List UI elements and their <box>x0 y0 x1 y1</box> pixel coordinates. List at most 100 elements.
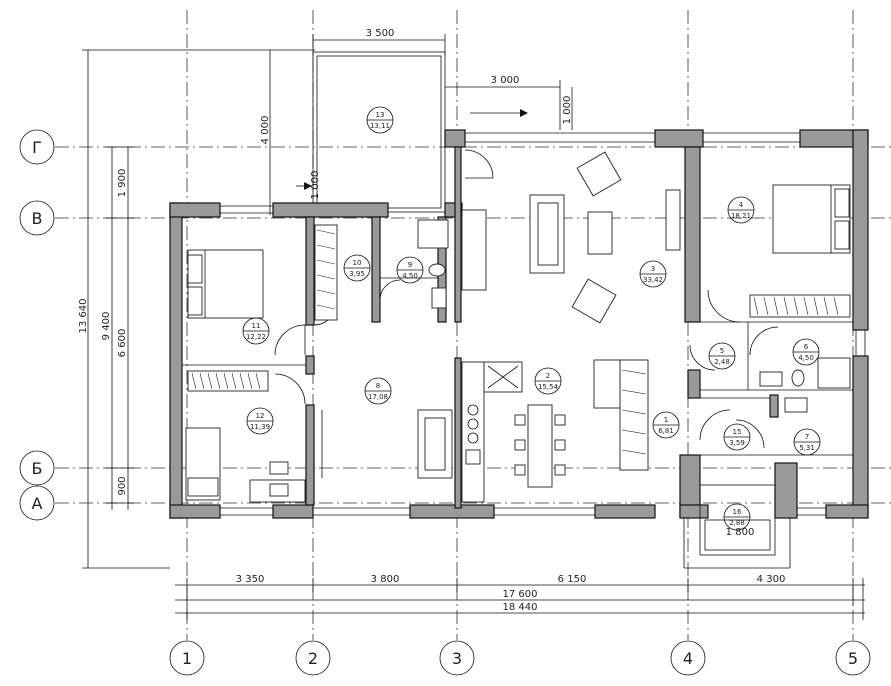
svg-text:4,50: 4,50 <box>402 272 418 280</box>
dim-4000: 4 000 <box>260 116 271 145</box>
room-label-7: 7 5,31 <box>793 428 821 456</box>
room-label-4: 4 18,21 <box>727 196 755 224</box>
room-label-8: 8 17,08 <box>364 377 392 405</box>
desk-icon <box>249 461 306 503</box>
svg-text:6: 6 <box>804 343 809 351</box>
dim-900: 900 <box>117 476 128 495</box>
porch-outline <box>683 484 791 569</box>
room-label-16: 16 2,88 <box>723 503 751 531</box>
axis-bubble-B: Б <box>19 450 55 486</box>
svg-text:11: 11 <box>252 322 261 330</box>
axis-bubble-V: В <box>19 200 55 236</box>
sink-icon <box>431 287 808 413</box>
svg-text:12: 12 <box>256 412 265 420</box>
axis-bubble-1: 1 <box>169 640 205 676</box>
dim-6150: 6 150 <box>558 574 587 585</box>
bed-icon-3 <box>185 427 221 501</box>
room-label-13: 13 13,11 <box>366 106 394 134</box>
room-label-10: 10 3,95 <box>343 254 371 282</box>
svg-text:12,22: 12,22 <box>246 333 266 341</box>
room-label-15: 15 3,59 <box>723 423 751 451</box>
room-label-1: 1 6,81 <box>652 411 680 439</box>
room-label-11: 11 12,22 <box>242 317 270 345</box>
axis-bubble-2: 2 <box>295 640 331 676</box>
kitchen-counter-icon <box>461 361 523 503</box>
axis-bubble-4: 4 <box>670 640 706 676</box>
door-swings <box>274 149 779 449</box>
svg-text:13,11: 13,11 <box>370 122 390 130</box>
room-label-5: 5 2,48 <box>708 342 736 370</box>
svg-text:13: 13 <box>376 111 385 119</box>
svg-text:8: 8 <box>376 382 380 390</box>
dim-1000-a: 1 000 <box>562 96 573 125</box>
dim-1900: 1 900 <box>117 169 128 198</box>
axis-label-A: А <box>32 494 43 513</box>
svg-text:4: 4 <box>739 201 744 209</box>
sofa-icon-2 <box>321 409 453 479</box>
dim-3000: 3 000 <box>491 75 520 86</box>
axis-bubble-A: А <box>19 485 55 521</box>
axis-bubble-5: 5 <box>835 640 871 676</box>
svg-text:18,21: 18,21 <box>731 212 751 220</box>
room-label-2: 2 15,54 <box>534 367 562 395</box>
walls <box>169 129 869 519</box>
toilet-icon <box>428 263 805 387</box>
room-label-3: 3 33,42 <box>639 260 667 288</box>
dim-1800: 1 800 <box>726 527 755 538</box>
axis-label-5: 5 <box>848 649 858 668</box>
terrace-outline <box>312 51 446 213</box>
bottom-dimension-lines <box>175 578 865 620</box>
axis-label-4: 4 <box>683 649 693 668</box>
axis-label-G: Г <box>32 138 42 157</box>
shower-icon <box>417 219 851 389</box>
axis-label-V: В <box>32 209 43 228</box>
room-label-6: 6 4,50 <box>792 338 820 366</box>
axis-bubble-G: Г <box>19 129 55 165</box>
svg-text:4,50: 4,50 <box>798 354 814 362</box>
wardrobe-hatching <box>191 229 839 455</box>
svg-text:2: 2 <box>546 372 550 380</box>
svg-text:7: 7 <box>805 433 809 441</box>
sofa-icon <box>529 194 565 274</box>
coffee-table-icon <box>587 211 613 255</box>
entrance-arrow <box>470 109 528 117</box>
partitions <box>182 277 853 456</box>
svg-text:9: 9 <box>408 261 412 269</box>
cabinet-icon <box>593 359 621 409</box>
dim-1000-b: 1 000 <box>310 171 321 200</box>
svg-text:33,42: 33,42 <box>643 276 663 284</box>
svg-text:15,54: 15,54 <box>538 383 559 391</box>
axis-label-B: Б <box>32 459 43 478</box>
bed-icon <box>187 249 264 319</box>
dim-9400: 9 400 <box>101 312 112 341</box>
dim-6600: 6 600 <box>117 329 128 358</box>
svg-text:15: 15 <box>733 428 742 436</box>
tv-stand-icon <box>461 189 681 291</box>
svg-text:6,81: 6,81 <box>658 427 674 435</box>
dim-18440: 18 440 <box>503 602 538 613</box>
room-label-9: 9 4,50 <box>396 256 424 284</box>
dim-17600: 17 600 <box>503 589 538 600</box>
dim-3500: 3 500 <box>366 28 395 39</box>
svg-text:17,08: 17,08 <box>368 393 388 401</box>
svg-text:5: 5 <box>720 347 724 355</box>
axis-bubble-3: 3 <box>439 640 475 676</box>
axis-label-1: 1 <box>182 649 192 668</box>
top-dimension-lines <box>269 34 573 215</box>
dim-3350: 3 350 <box>236 574 265 585</box>
windows <box>220 132 866 516</box>
armchair-icon <box>571 151 622 324</box>
svg-text:16: 16 <box>733 508 742 516</box>
svg-text:11,39: 11,39 <box>250 423 270 431</box>
axis-label-3: 3 <box>452 649 462 668</box>
svg-text:5,31: 5,31 <box>799 444 815 452</box>
dim-4300: 4 300 <box>757 574 786 585</box>
left-dimension-lines <box>82 49 315 569</box>
dining-table-icon <box>514 404 566 488</box>
axis-label-2: 2 <box>308 649 318 668</box>
terrace-arrow <box>296 182 312 190</box>
svg-text:3,95: 3,95 <box>349 270 365 278</box>
svg-text:10: 10 <box>353 259 362 267</box>
dim-13640: 13 640 <box>78 299 89 334</box>
